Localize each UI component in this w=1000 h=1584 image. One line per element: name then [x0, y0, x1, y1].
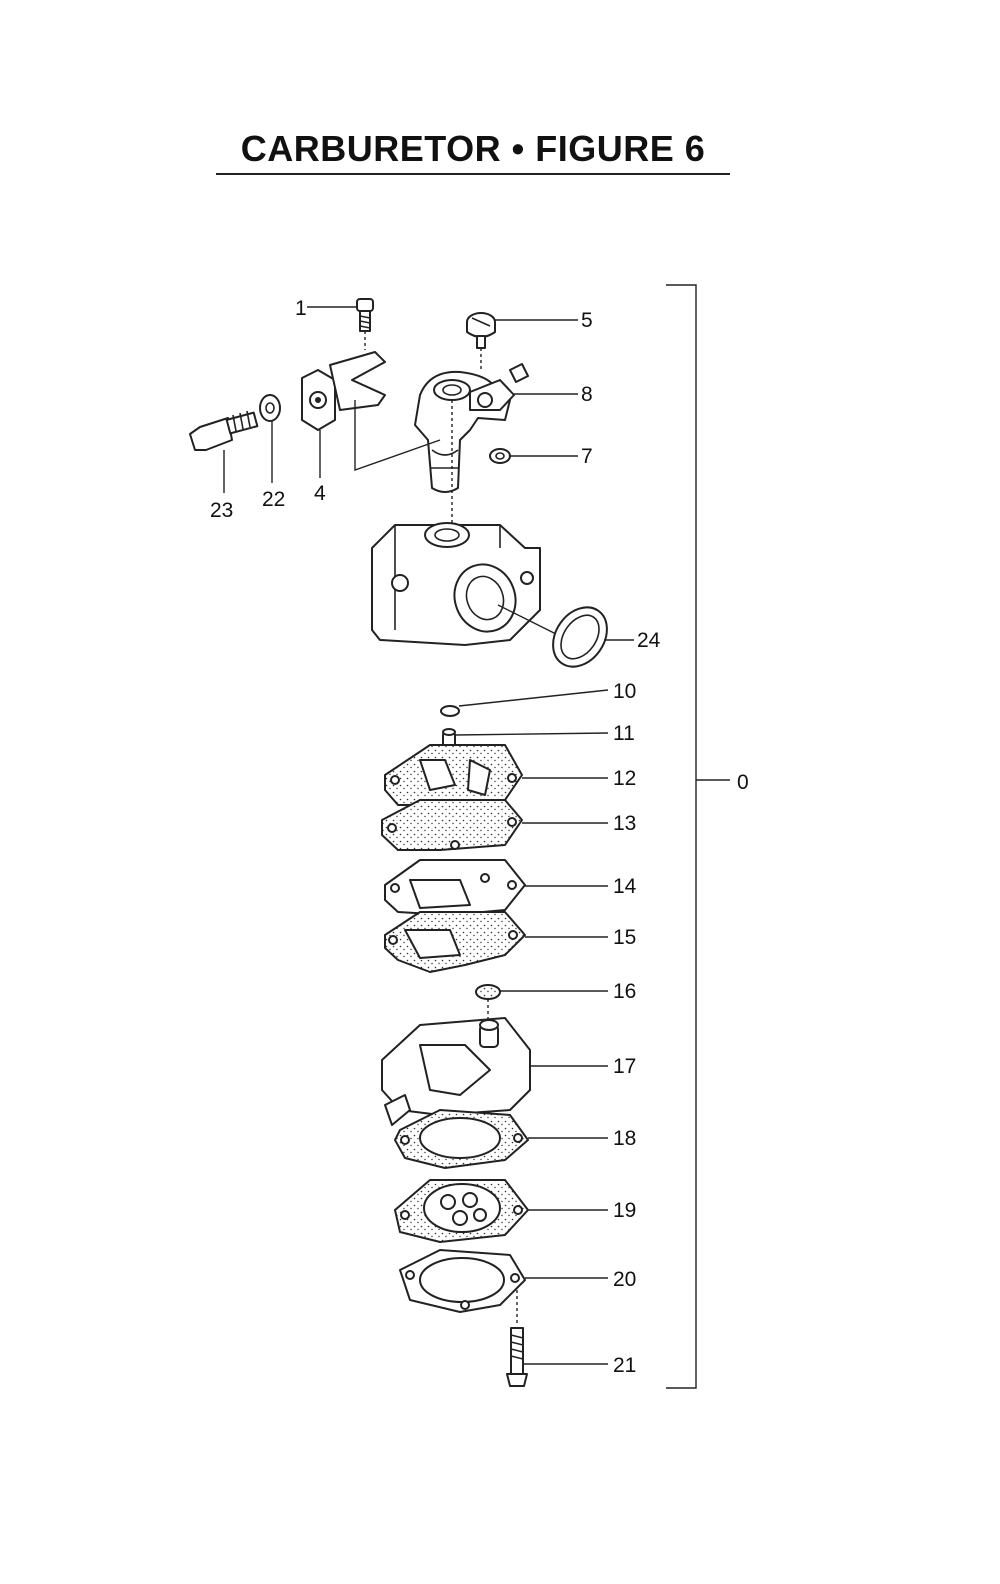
part-15-gasket: [384, 911, 608, 973]
part-8-throttle-valve: [414, 363, 578, 493]
callout-11: 11: [613, 722, 635, 745]
callout-17: 17: [613, 1055, 636, 1078]
callout-13: 13: [613, 812, 636, 835]
part-4-lever-bracket: [301, 351, 386, 478]
callout-14: 14: [613, 875, 637, 898]
part-14-pump-plate: [384, 859, 608, 916]
assembly-bracket: [666, 284, 730, 1389]
callout-5: 5: [581, 309, 593, 332]
callout-4: 4: [314, 482, 326, 505]
part-24-ring-gasket: [552, 606, 634, 668]
callout-18: 18: [613, 1127, 636, 1150]
callout-20: 20: [613, 1268, 636, 1291]
part-20-cover: [399, 1249, 608, 1325]
callout-15: 15: [613, 926, 636, 949]
part-13-gasket: [381, 799, 608, 851]
callout-7: 7: [581, 445, 593, 468]
callout-23: 23: [210, 499, 233, 522]
part-1-screw: [307, 298, 374, 350]
title-underline: [216, 173, 730, 175]
part-19-diaphragm: [394, 1179, 608, 1243]
callout-1: 1: [295, 297, 307, 320]
callout-8: 8: [581, 383, 593, 406]
part-23-adjust-screw: [189, 410, 259, 493]
part-12-metering-assembly: [384, 744, 608, 806]
callout-10: 10: [613, 680, 636, 703]
part-5-idle-knob: [466, 312, 578, 372]
part-18-diaphragm-gasket: [394, 1109, 608, 1169]
callout-12: 12: [613, 767, 636, 790]
callout-24: 24: [637, 629, 661, 652]
callout-21: 21: [613, 1354, 636, 1377]
figure-title: CARBURETOR • FIGURE 6: [240, 128, 706, 169]
part-21-cover-screw: [506, 1327, 608, 1387]
part-7-washer: [489, 448, 578, 464]
carburetor-body: [371, 522, 559, 646]
part-22-nut: [259, 394, 281, 483]
part-16-filter-screen: [475, 984, 608, 1025]
callout-19: 19: [613, 1199, 636, 1222]
callout-0: 0: [737, 771, 749, 794]
part-10-e-clip: [440, 689, 609, 717]
part-17-pump-body: [381, 1017, 608, 1126]
callout-16: 16: [613, 980, 636, 1003]
callout-22: 22: [262, 488, 285, 511]
